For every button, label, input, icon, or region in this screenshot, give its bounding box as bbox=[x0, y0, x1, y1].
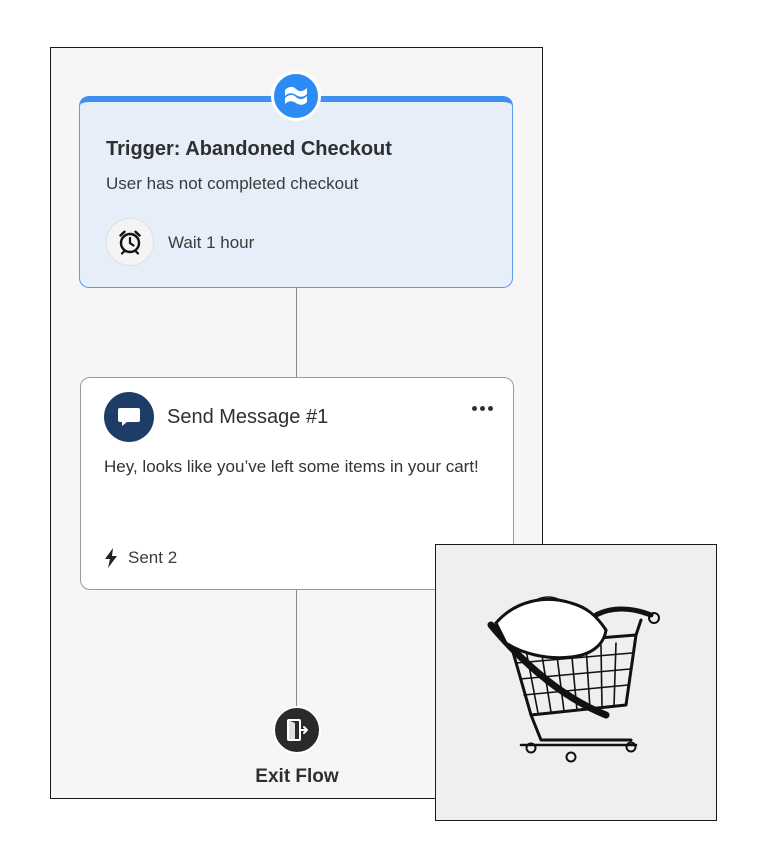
sent-count: Sent 2 bbox=[104, 548, 177, 568]
flag-icon bbox=[271, 71, 321, 121]
trigger-title: Trigger: Abandoned Checkout bbox=[106, 138, 392, 160]
chat-bubble-icon bbox=[104, 392, 154, 442]
connector-message-to-exit bbox=[296, 590, 297, 706]
more-horizontal-icon bbox=[471, 405, 477, 411]
message-body: Hey, looks like you’ve left some items i… bbox=[104, 457, 479, 476]
wait-label: Wait 1 hour bbox=[168, 233, 255, 252]
more-options-button[interactable] bbox=[467, 398, 497, 418]
exit-flow-label: Exit Flow bbox=[255, 766, 339, 787]
exit-flow-button[interactable] bbox=[273, 706, 321, 754]
connector-trigger-to-message bbox=[296, 288, 297, 377]
message-title: Send Message #1 bbox=[167, 406, 329, 428]
shopping-cart-illustration bbox=[435, 544, 717, 821]
sent-label: Sent 2 bbox=[128, 548, 178, 567]
lightning-bolt-icon bbox=[105, 548, 117, 568]
trigger-subtitle: User has not completed checkout bbox=[106, 174, 359, 193]
trigger-card[interactable]: Trigger: Abandoned Checkout User has not… bbox=[79, 96, 513, 288]
exit-door-icon bbox=[287, 719, 308, 741]
alarm-clock-icon bbox=[106, 218, 154, 266]
